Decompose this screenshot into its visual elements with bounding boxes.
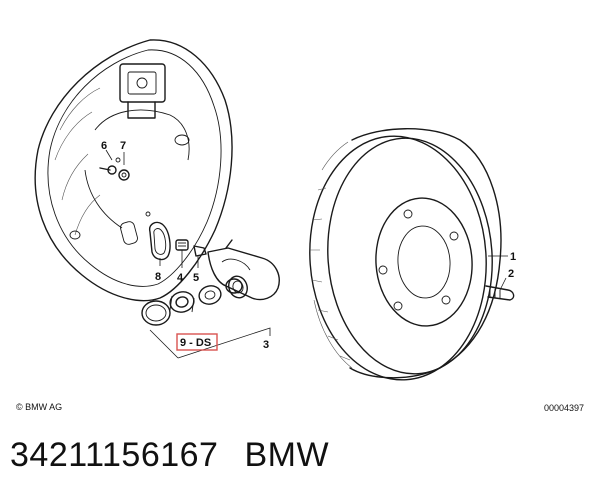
callout-9: 9 - DS (180, 337, 211, 349)
leader-lines (105, 149, 508, 359)
brake-drum (309, 128, 502, 381)
callout-6: 6 (101, 140, 107, 152)
callout-2: 2 (508, 268, 514, 280)
gasket-ring (148, 221, 171, 261)
part-caption: 34211156167 BMW (10, 436, 329, 475)
repair-kit-parts (141, 278, 243, 326)
wheel-cylinder (207, 239, 280, 301)
callout-7: 7 (120, 140, 126, 152)
callout-8: 8 (155, 271, 161, 283)
dust-cap (193, 245, 207, 257)
part-number: 34211156167 (10, 436, 219, 474)
callout-4: 4 (177, 272, 184, 284)
callout-9-highlight: 9 - DS (176, 333, 218, 351)
copyright-notice: © BMW AG (16, 402, 63, 412)
callout-3: 3 (263, 339, 269, 351)
drum-bolt (485, 285, 515, 301)
diagram-reference-number: 00004397 (543, 403, 584, 413)
brake-drum-exploded-diagram: 1 2 3 4 5 6 7 8 9 - DS (34, 39, 516, 381)
highlight-box (176, 333, 218, 351)
backing-plate (34, 39, 233, 302)
bleeder-screw (175, 239, 189, 251)
callout-1: 1 (510, 251, 516, 263)
brand-name: BMW (244, 436, 330, 474)
callout-5: 5 (193, 272, 199, 284)
